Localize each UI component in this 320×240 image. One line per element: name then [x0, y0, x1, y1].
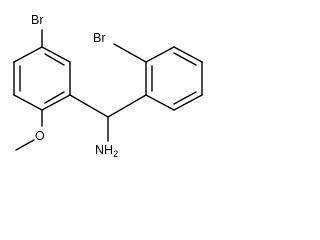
bond-ring-right-5 — [173, 94, 203, 111]
double-bond-left-b — [44, 91, 65, 104]
oxygen-label: O — [35, 129, 45, 143]
bond-center-right-ring — [107, 94, 147, 118]
bond-ring-left-4 — [13, 94, 43, 111]
bond-ring-br-right — [113, 43, 147, 63]
bromine-label-left: Br — [31, 13, 44, 27]
left-benzene-ring — [13, 29, 71, 111]
right-benzene-ring — [113, 43, 203, 111]
double-bond-left-a — [44, 53, 65, 66]
central-methine — [69, 94, 147, 142]
chemical-structure: Br Br O NH2 — [13, 13, 203, 159]
bond-ring-right-2 — [145, 46, 175, 63]
amine-label-main: NH — [95, 143, 113, 157]
bond-ring-left-3 — [41, 94, 71, 111]
amine-label: NH2 — [95, 143, 118, 159]
double-bond-right-c — [173, 91, 197, 105]
bond-ring-right-6 — [145, 94, 175, 111]
bond-ring-left-6 — [13, 46, 43, 63]
double-bond-right-b — [173, 52, 197, 66]
bond-oxygen-methyl — [15, 139, 35, 151]
amine-label-subscript: 2 — [113, 149, 118, 159]
bond-ring-left-1 — [41, 46, 71, 63]
bond-left-ring-center — [69, 94, 109, 118]
bromine-label-right: Br — [93, 31, 106, 45]
methoxy-group — [15, 109, 43, 151]
bond-ring-right-3 — [173, 46, 203, 63]
